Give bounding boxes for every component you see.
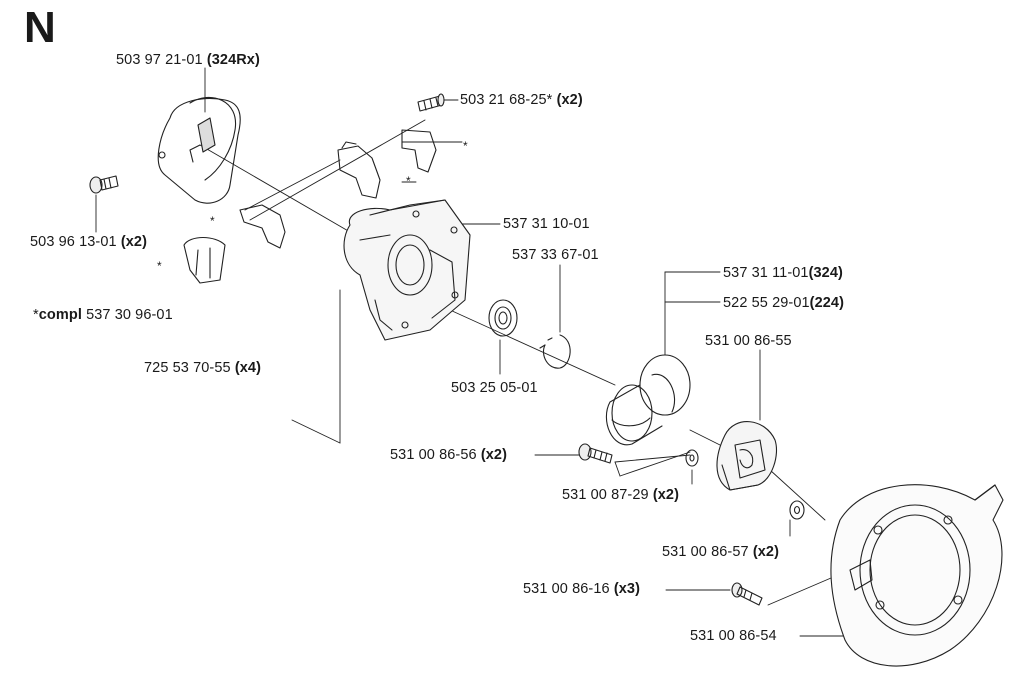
screw-top [417, 93, 445, 112]
washers [685, 449, 805, 520]
asterisk-marker: * [406, 174, 411, 188]
label-522-55-29-01: 522 55 29-01(224) [723, 295, 845, 311]
circlip [539, 334, 571, 369]
screw-bottom [731, 582, 763, 606]
label-537-31-10-01: 537 31 10-01 [503, 216, 590, 232]
label-531-00-87-29: 531 00 87-29 (x2) [562, 487, 679, 503]
axis-lines [199, 119, 826, 521]
label-compl-kit: *compl 537 30 96-01 [33, 307, 173, 323]
label-531-00-86-56: 531 00 86-56 (x2) [390, 447, 507, 463]
asterisk-marker: * [157, 259, 162, 273]
bracket-parts [183, 129, 437, 284]
shoulder-screw [578, 443, 613, 464]
section-letter: N [24, 3, 56, 52]
cover-part [157, 96, 241, 204]
leader-lines [95, 67, 856, 637]
asterisk-marker: * [463, 139, 468, 153]
screw-left [89, 175, 119, 194]
label-725-53-70-55: 725 53 70-55 (x4) [144, 360, 261, 376]
clutch-housing [343, 199, 471, 341]
label-531-00-86-54: 531 00 86-54 [690, 628, 777, 644]
label-503-97-21-01: 503 97 21-01 (324Rx) [116, 52, 260, 68]
clutch-cover [830, 484, 1004, 667]
label-531-00-86-16: 531 00 86-16 (x3) [523, 581, 640, 597]
label-537-31-11-01: 537 31 11-01(324) [723, 265, 843, 281]
label-503-25-05-01: 503 25 05-01 [451, 380, 538, 396]
label-531-00-86-55: 531 00 86-55 [705, 333, 792, 349]
asterisk-marker: * [210, 214, 215, 228]
label-537-33-67-01: 537 33 67-01 [512, 247, 599, 263]
label-503-96-13-01: 503 96 13-01 (x2) [30, 234, 147, 250]
clutch-shoes [716, 421, 777, 491]
bearing [488, 299, 518, 337]
label-531-00-86-57: 531 00 86-57 (x2) [662, 544, 779, 560]
clutch-drum [605, 354, 691, 446]
label-503-21-68-25: 503 21 68-25* (x2) [460, 92, 583, 108]
